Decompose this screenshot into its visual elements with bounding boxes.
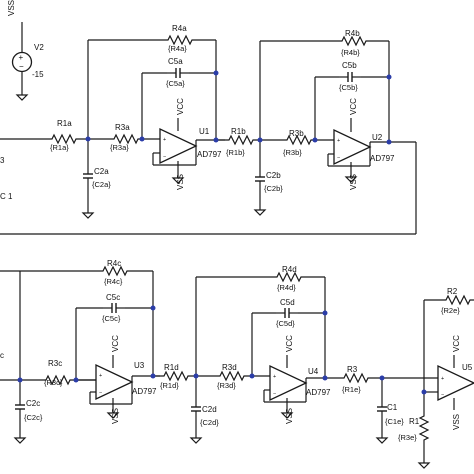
r1b-ref: R1b — [231, 127, 246, 136]
u2-plus-pin: + — [337, 138, 340, 144]
r3b-ref: R3b — [289, 129, 304, 138]
plus-sign-icon: + — [19, 53, 24, 62]
u4-vss-label: VSS — [285, 408, 294, 424]
r4d-value: {R4d} — [277, 283, 296, 292]
opamp-u1 — [159, 127, 198, 165]
r2e-value: {R2e} — [441, 306, 460, 315]
r3-ref: R3 — [347, 365, 358, 374]
u4-ref: U4 — [308, 367, 319, 376]
u5-vss-label: VSS — [452, 414, 461, 430]
partial-source-ref: 3 — [0, 156, 5, 165]
stage-c-wiring — [0, 266, 160, 444]
r1b-value: {R1b} — [226, 148, 245, 157]
c5c-value: {C5c} — [102, 314, 121, 323]
r1a-ref: R1a — [57, 119, 72, 128]
u2-ref: U2 — [372, 133, 383, 142]
c5b-ref: C5b — [342, 61, 357, 70]
u3-plus-pin: + — [99, 373, 102, 379]
r3b-value: {R3b} — [283, 148, 302, 157]
c2b-value: {C2b} — [264, 184, 283, 193]
u4-model: AD797 — [306, 388, 331, 397]
r1a-value: {R1a} — [50, 143, 69, 152]
r3a-ref: R3a — [115, 123, 130, 132]
u1-vcc-label: VCC — [176, 98, 185, 115]
c5d-value: {C5d} — [276, 319, 295, 328]
c5a-ref: C5a — [168, 57, 183, 66]
r1d-ref: R1d — [164, 363, 179, 372]
u1-ref: U1 — [199, 127, 210, 136]
c5a-value: {C5a} — [166, 79, 185, 88]
minus-sign-icon: − — [19, 62, 24, 71]
c2a-ref: C2a — [94, 167, 109, 176]
c1-ref: C1 — [387, 403, 398, 412]
stage-d-wiring — [153, 272, 340, 444]
c2d-value: {C2d} — [200, 418, 219, 427]
u1-model: AD797 — [197, 150, 222, 159]
r4c-value: {R4c} — [104, 277, 123, 286]
r4c-ref: R4c — [107, 259, 121, 268]
r3d-value: {R3d} — [217, 381, 236, 390]
u3-ref: U3 — [134, 361, 145, 370]
c5c-ref: C5c — [106, 293, 120, 302]
opamp-u4 — [269, 364, 308, 402]
v2-ref-label: V2 — [34, 43, 44, 52]
voltage-source-v2: + − — [11, 22, 33, 101]
u5-plus-pin: + — [441, 376, 444, 382]
u1-minus-pin: − — [163, 154, 166, 160]
v2-value-label: -15 — [32, 70, 44, 79]
r4b-value: {R4b} — [341, 48, 360, 57]
u5-minus-pin: − — [441, 392, 444, 398]
opamp-u5 — [437, 364, 474, 402]
r3c-value: {R3c} — [44, 378, 63, 387]
c2c-value: {C2c} — [24, 413, 43, 422]
r4d-ref: R4d — [282, 265, 297, 274]
c5d-ref: C5d — [280, 298, 295, 307]
r4a-ref: R4a — [172, 24, 187, 33]
opamp-u3 — [95, 363, 134, 401]
r1e-value: {R1e} — [342, 385, 361, 394]
c1e-value: {C1e} — [385, 417, 404, 426]
r1-ref: R1 — [409, 417, 420, 426]
u2-model: AD797 — [370, 154, 395, 163]
u4-vcc-label: VCC — [285, 335, 294, 352]
u2-minus-pin: − — [337, 155, 340, 161]
u3-model: AD797 — [132, 387, 157, 396]
c2a-value: {C2a} — [92, 180, 111, 189]
u4-plus-pin: + — [273, 374, 276, 380]
u1-plus-pin: + — [163, 137, 166, 143]
top-junctions — [85, 70, 392, 145]
c5b-value: {C5b} — [339, 83, 358, 92]
r2-ref: R2 — [447, 287, 458, 296]
u3-vcc-label: VCC — [111, 335, 120, 352]
partial-c-label: c — [0, 351, 4, 360]
u2-vss-label: VSS — [349, 174, 358, 190]
r3a-value: {R3a} — [110, 143, 129, 152]
r3e-value: {R3e} — [398, 433, 417, 442]
r4a-value: {R4a} — [168, 44, 187, 53]
c2b-ref: C2b — [266, 171, 281, 180]
bottom-junctions — [17, 305, 427, 395]
u2-vcc-label: VCC — [349, 98, 358, 115]
u5-ref: U5 — [462, 363, 473, 372]
stage-a-wiring — [0, 35, 225, 219]
u1-vss-label: VSS — [176, 174, 185, 190]
u3-vss-label: VSS — [111, 408, 120, 424]
partial-ac-label: C 1 — [0, 192, 13, 201]
u3-minus-pin: − — [99, 390, 102, 396]
v2-top-net-label: VSS — [7, 0, 16, 16]
r1d-value: {R1d} — [160, 381, 179, 390]
c2c-ref: C2c — [26, 399, 40, 408]
u5-vcc-label: VCC — [452, 335, 461, 352]
r3d-ref: R3d — [222, 363, 237, 372]
c2d-ref: C2d — [202, 405, 217, 414]
opamp-u2 — [333, 128, 372, 166]
u4-minus-pin: − — [273, 391, 276, 397]
r3c-ref: R3c — [48, 359, 62, 368]
stage-b-wiring — [0, 36, 417, 235]
r4b-ref: R4b — [345, 29, 360, 38]
